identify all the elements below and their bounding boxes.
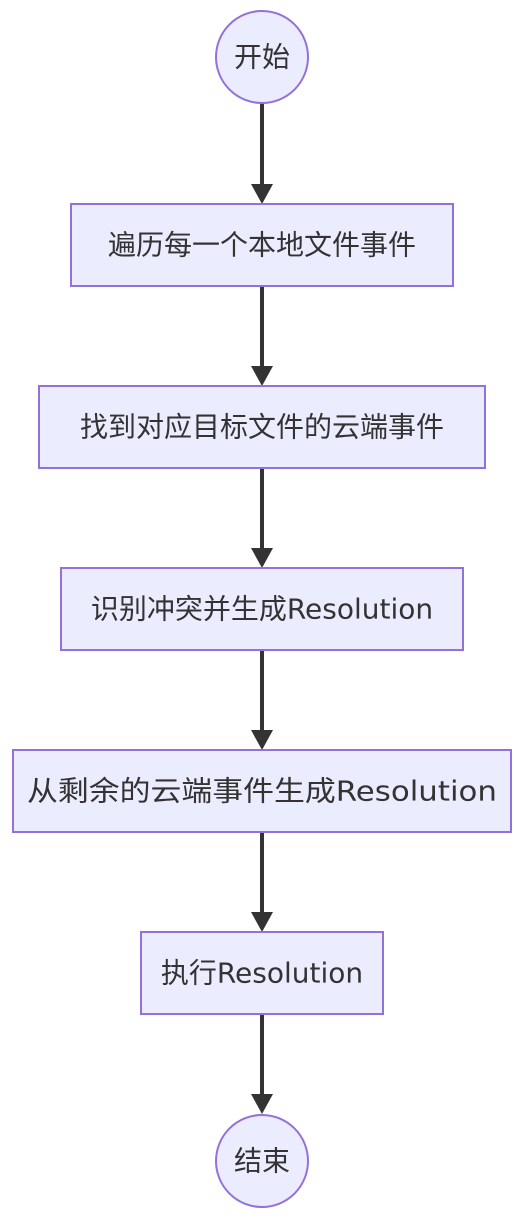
step-node-find-cloud-event: 找到对应目标文件的云端事件 (38, 385, 486, 469)
edge-step-3-to-step-4 (251, 650, 273, 750)
step-label: 执行Resolution (161, 957, 363, 990)
edge-step-4-to-step-5 (251, 832, 273, 932)
step-node-remaining-cloud-events: 从剩余的云端事件生成Resolution (12, 749, 512, 833)
edge-step-2-to-step-3 (251, 468, 273, 568)
step-label: 从剩余的云端事件生成Resolution (27, 775, 497, 808)
start-node: 开始 (215, 10, 309, 104)
step-node-iterate-local-events: 遍历每一个本地文件事件 (70, 203, 454, 287)
step-node-detect-conflicts: 识别冲突并生成Resolution (60, 567, 464, 651)
start-node-label: 开始 (234, 41, 290, 74)
edge-step-1-to-step-2 (251, 286, 273, 386)
step-label: 遍历每一个本地文件事件 (108, 229, 416, 262)
end-node-label: 结束 (234, 1145, 290, 1178)
end-node: 结束 (215, 1114, 309, 1208)
step-label: 识别冲突并生成Resolution (91, 593, 433, 626)
edge-start-to-step-1 (251, 104, 273, 204)
step-node-execute-resolution: 执行Resolution (140, 931, 384, 1015)
edge-step-5-to-end (251, 1014, 273, 1114)
step-label: 找到对应目标文件的云端事件 (80, 411, 444, 444)
